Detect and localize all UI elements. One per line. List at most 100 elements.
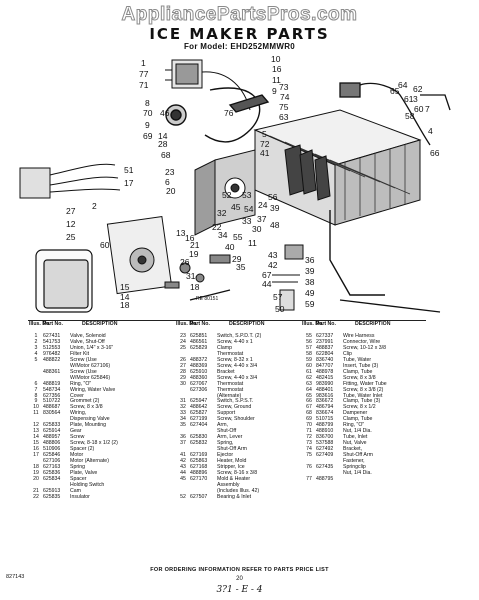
illus-number: 36: [180, 434, 186, 441]
part-number: 627168: [190, 463, 208, 470]
callout-label: 54: [244, 204, 254, 214]
part-number: 541753: [43, 338, 61, 345]
callout-label: 49: [305, 288, 315, 298]
callout-label: 43: [268, 250, 278, 260]
part-number: 627337: [316, 333, 334, 339]
callout-label: 40: [225, 242, 235, 252]
illus-number: 1: [34, 333, 38, 339]
part-number: 488360: [190, 374, 208, 381]
part-description: Fitting, Water Tube: [343, 380, 387, 387]
illus-number: 52: [180, 493, 186, 500]
callout-label: 13: [176, 228, 186, 238]
part-description: Ring, "O": [70, 380, 92, 387]
part-description: Ring, "O": [343, 422, 365, 429]
table-row: 77 488795: [302, 475, 390, 483]
part-description: Insulator: [70, 493, 90, 500]
illus-number: 7: [34, 386, 38, 393]
part-description: Screw (Use: [70, 356, 97, 363]
part-description: Shut-Off: [217, 428, 237, 435]
illus-number: 73: [306, 440, 312, 447]
callout-label: 31: [186, 271, 196, 281]
callout-label: 20: [166, 186, 176, 196]
part-description: Nut, 1/4 Dia.: [343, 428, 372, 435]
part-description: Clip: [343, 350, 352, 357]
part-number: 625863: [190, 458, 208, 465]
part-number: 488795: [316, 475, 334, 482]
part-number: 488978: [316, 368, 334, 375]
callout-label: 11: [248, 238, 257, 248]
callout-label: 12: [66, 219, 76, 229]
table-row: Holding Switch: [29, 482, 118, 489]
part-description: Arm,: [217, 422, 228, 429]
part-description: Plate, Mounting: [70, 422, 107, 429]
illus-number: 58: [306, 350, 312, 357]
table-row: W/Motor 625846): [29, 375, 118, 382]
illus-number: 60: [306, 362, 312, 369]
callout-label: 18: [120, 300, 130, 310]
callout-label: 72: [260, 139, 270, 149]
part-description: Screw, 8 x 3/8 (2): [343, 386, 384, 393]
part-description: Connector, Wire: [343, 338, 381, 345]
illus-number: 62: [306, 374, 312, 381]
part-description: Mold & Heater: [217, 475, 251, 482]
callout-label: 2: [92, 201, 97, 211]
illus-number: 45: [180, 475, 186, 482]
part-description: Clamp, Tube (3): [343, 398, 381, 405]
illus-number: 74: [306, 446, 312, 453]
part-description: Stripper, Ice: [217, 463, 245, 470]
callout-label: 4: [428, 126, 433, 136]
part-number: 488372: [190, 356, 208, 363]
part-number: 512553: [43, 344, 61, 351]
part-description: Shut-Off Arm: [343, 452, 373, 459]
part-number: 847707: [316, 362, 334, 369]
part-number: 627169: [190, 452, 208, 459]
part-description: Insert, Tube (3): [343, 362, 379, 369]
callout-label: 16: [185, 233, 195, 243]
callout-label: 36: [305, 255, 315, 265]
illus-number: 77: [306, 475, 312, 482]
callout-label: 60: [100, 240, 110, 250]
part-number: 237991: [316, 338, 334, 345]
part-description: Arm, Lever: [217, 434, 243, 441]
callout-label: 30: [252, 224, 262, 234]
illus-number: 72: [306, 434, 312, 441]
callout-label: 41: [260, 148, 270, 158]
callout-label: 14: [158, 131, 168, 141]
part-description: Dispensing Valve: [70, 416, 110, 423]
callout-label: 44: [262, 279, 272, 289]
part-number: 627106: [43, 458, 61, 465]
handwritten-note: 3?1 - E - 4: [216, 585, 263, 595]
part-number: 625846: [43, 452, 61, 459]
illus-number: 28: [180, 368, 186, 375]
illus-number: 3: [34, 344, 38, 351]
part-description: Filter Kit: [70, 350, 90, 357]
illus-number: 26: [180, 356, 186, 363]
callout-label: 51: [124, 165, 134, 175]
part-description: Dampener: [343, 410, 368, 417]
illus-number: 32: [180, 404, 186, 411]
callout-label: 39: [270, 203, 280, 213]
part-number: 488896: [190, 469, 208, 476]
callout-label: 48: [270, 220, 280, 230]
part-number: 510722: [43, 398, 61, 405]
callout-label: 76: [224, 108, 234, 118]
illus-number: 69: [306, 416, 312, 423]
illus-number: 13: [33, 428, 39, 435]
part-description: Assembly: [217, 481, 240, 488]
